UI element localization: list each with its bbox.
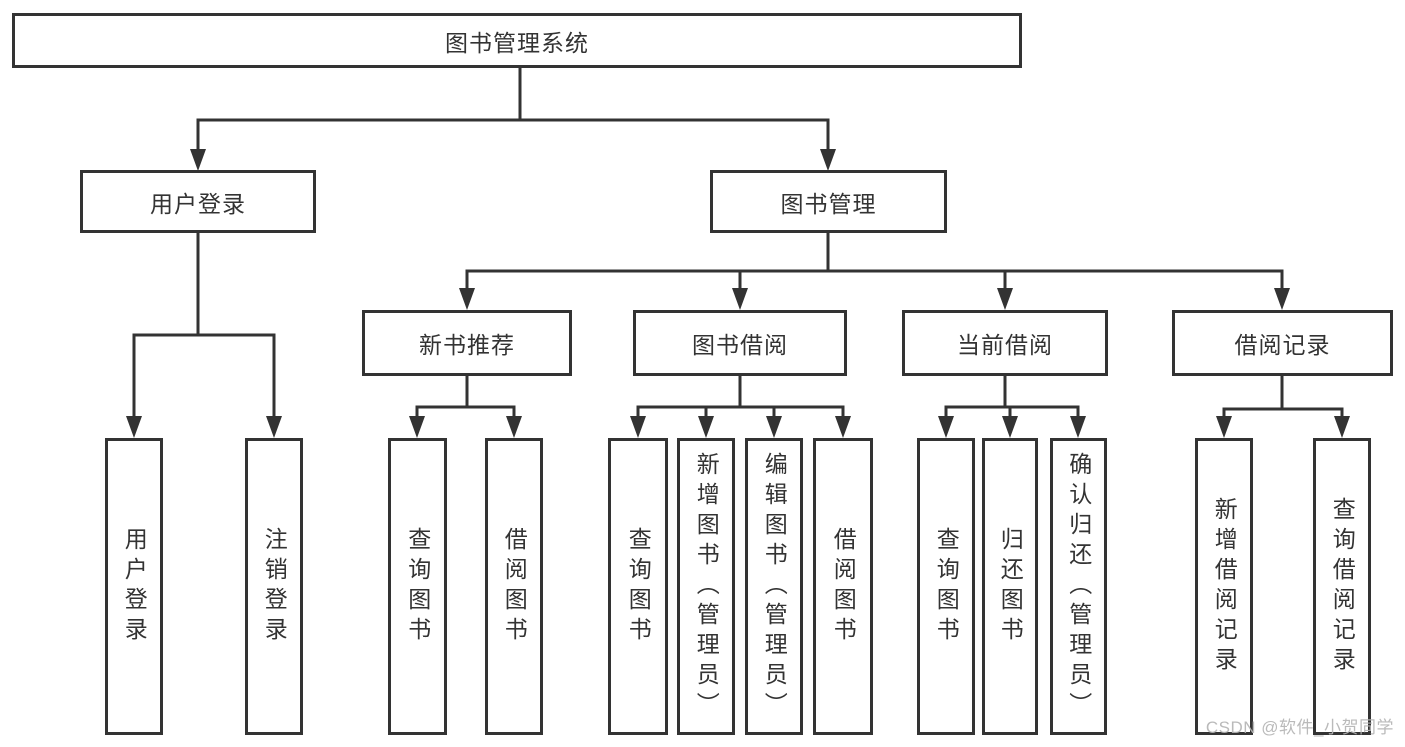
leaf-cb-query-book: 查询图书 — [917, 438, 975, 735]
leaf-bb-edit-book-admin: 编辑图书（管理员） — [745, 438, 803, 735]
leaf-rec-add-record: 新增借阅记录 — [1195, 438, 1253, 735]
leaf-bb-add-book-admin: 新增图书（管理员） — [677, 438, 735, 735]
leaf-nb-borrow-book: 借阅图书 — [485, 438, 543, 735]
watermark-text: CSDN @软件_小贺同学 — [1205, 718, 1394, 737]
leaf-cb-confirm-return-admin: 确认归还（管理员） — [1050, 438, 1107, 735]
node-book-borrow: 图书借阅 — [633, 310, 847, 376]
node-root-system: 图书管理系统 — [12, 13, 1022, 68]
node-new-book-recommend: 新书推荐 — [362, 310, 572, 376]
node-label: 归还图书 — [997, 526, 1024, 647]
node-label: 借阅记录 — [1234, 332, 1331, 358]
leaf-logout: 注销登录 — [245, 438, 303, 735]
node-label: 新增图书（管理员） — [693, 451, 720, 722]
node-label: 查询借阅记录 — [1329, 496, 1356, 677]
leaf-user-login: 用户登录 — [105, 438, 163, 735]
node-book-management: 图书管理 — [710, 170, 947, 233]
leaf-bb-borrow-book: 借阅图书 — [813, 438, 873, 735]
node-user-login: 用户登录 — [80, 170, 316, 233]
node-label: 编辑图书（管理员） — [761, 451, 788, 722]
node-label: 注销登录 — [261, 526, 288, 647]
node-label: 查询图书 — [625, 526, 652, 647]
node-borrow-records: 借阅记录 — [1172, 310, 1393, 376]
leaf-rec-query-record: 查询借阅记录 — [1313, 438, 1371, 735]
node-label: 新书推荐 — [419, 332, 515, 358]
node-label: 图书借阅 — [692, 332, 788, 358]
node-label: 当前借阅 — [957, 332, 1053, 358]
leaf-cb-return-book: 归还图书 — [982, 438, 1038, 735]
node-label: 借阅图书 — [830, 526, 857, 647]
leaf-bb-query-book: 查询图书 — [608, 438, 668, 735]
leaf-nb-query-book: 查询图书 — [388, 438, 447, 735]
node-label: 新增借阅记录 — [1211, 496, 1238, 677]
node-label: 用户登录 — [121, 526, 148, 647]
node-label: 借阅图书 — [501, 526, 528, 647]
node-label: 查询图书 — [404, 526, 431, 647]
node-label: 用户登录 — [150, 190, 246, 217]
node-label: 图书管理 — [780, 190, 877, 217]
node-label: 查询图书 — [933, 526, 960, 647]
node-current-borrow: 当前借阅 — [902, 310, 1108, 376]
node-label: 图书管理系统 — [445, 29, 589, 56]
node-label: 确认归还（管理员） — [1065, 451, 1092, 722]
